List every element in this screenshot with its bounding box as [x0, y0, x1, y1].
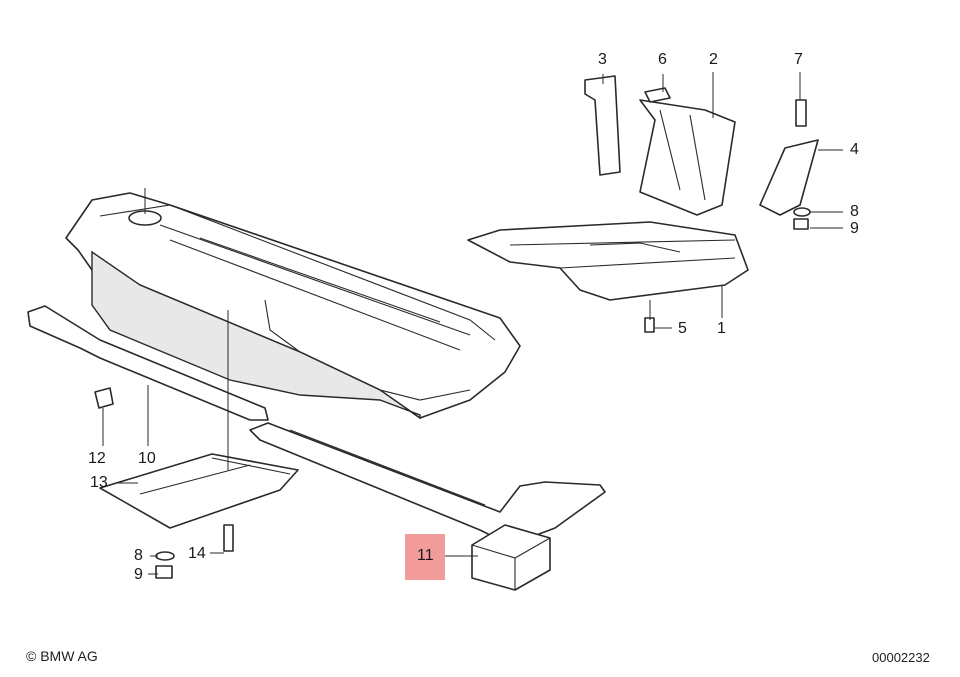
- callout-7[interactable]: 7: [794, 51, 803, 68]
- fasteners: [94, 87, 811, 579]
- strap-bracket: [584, 75, 621, 176]
- clip-6: [644, 87, 671, 103]
- tank-strap-rear: [249, 422, 606, 546]
- copyright-text: © BMW AG: [26, 648, 98, 664]
- nut-9-lower: [155, 565, 173, 579]
- rubber-block: [471, 524, 551, 591]
- side-bracket: [759, 139, 819, 216]
- diagram-code: 00002232: [872, 650, 930, 665]
- callout-8-lower[interactable]: 8: [134, 547, 143, 564]
- cover-plate: [99, 453, 299, 529]
- bolt-7: [795, 99, 807, 127]
- callout-9-upper[interactable]: 9: [850, 220, 859, 237]
- callout-6[interactable]: 6: [658, 51, 667, 68]
- callout-5[interactable]: 5: [678, 320, 687, 337]
- washer-8-upper: [793, 207, 811, 217]
- callout-1[interactable]: 1: [717, 320, 726, 337]
- callout-13[interactable]: 13: [90, 474, 108, 491]
- callout-3[interactable]: 3: [598, 51, 607, 68]
- washer-8-lower: [155, 551, 175, 561]
- support-bracket: [639, 99, 736, 216]
- callout-9-lower[interactable]: 9: [134, 566, 143, 583]
- callout-12[interactable]: 12: [88, 450, 106, 467]
- callout-8-upper[interactable]: 8: [850, 203, 859, 220]
- tank-strap-front: [27, 305, 269, 421]
- bolt-14: [223, 524, 234, 552]
- callout-4[interactable]: 4: [850, 141, 859, 158]
- callout-2[interactable]: 2: [709, 51, 718, 68]
- bolt-5: [644, 317, 655, 333]
- callout-10[interactable]: 10: [138, 450, 156, 467]
- leader-lines: [102, 72, 843, 575]
- nut-9-upper: [793, 218, 809, 230]
- mounting-bracket: [467, 221, 749, 301]
- fuel-tank: [65, 192, 521, 420]
- grommet-12: [94, 387, 114, 409]
- callout-11[interactable]: 11: [417, 547, 434, 564]
- callout-14[interactable]: 14: [188, 545, 206, 562]
- highlight-part-11: [405, 534, 445, 580]
